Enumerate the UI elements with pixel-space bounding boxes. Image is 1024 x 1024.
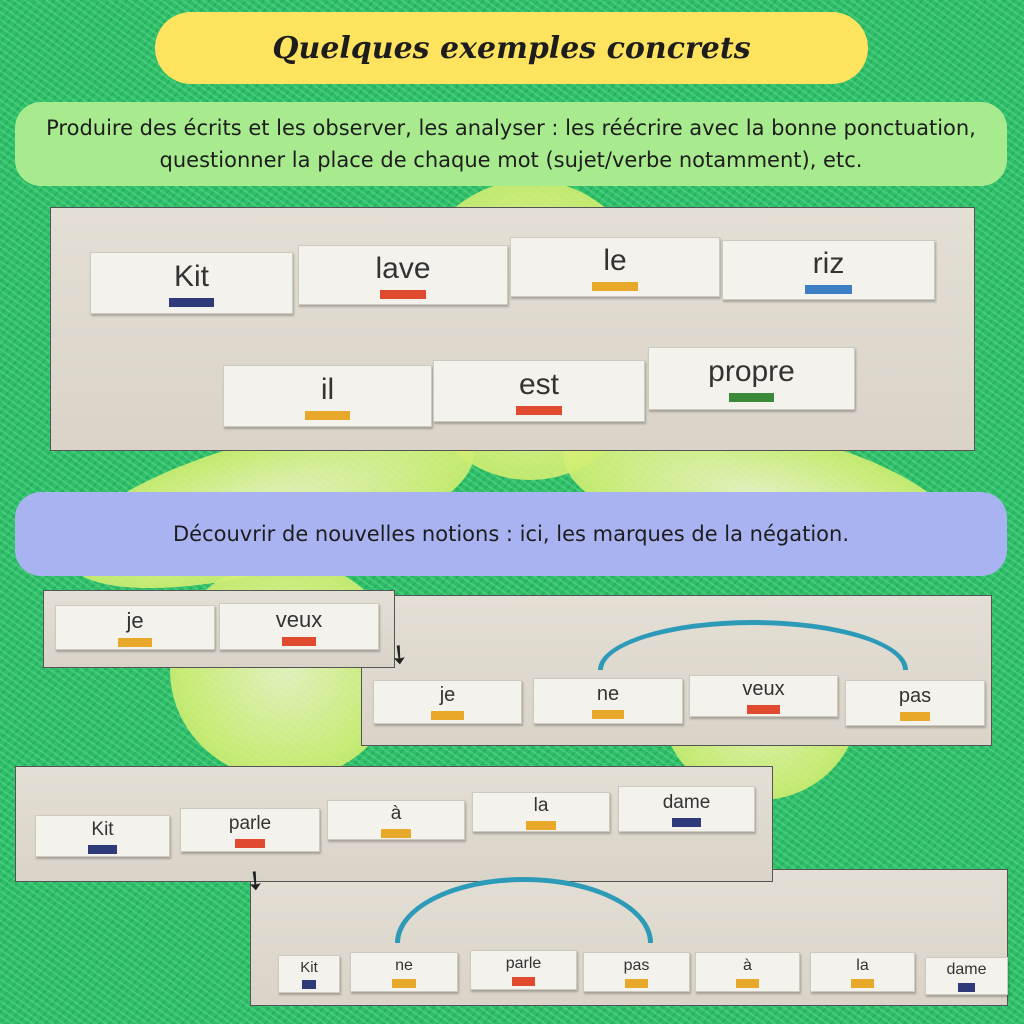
word-label: à [390,802,402,824]
word-label: pas [898,685,932,707]
word-class-color-tag [899,712,931,721]
word-class-color-tag [380,289,426,299]
word-card: veux [219,603,379,650]
word-card: je [373,680,522,724]
word-card: à [695,952,800,992]
word-card: riz [722,240,935,300]
word-class-color-tag [747,705,780,714]
word-card: ne [350,952,458,992]
word-card: à [327,800,465,840]
word-class-color-tag [169,297,214,307]
word-class-color-tag [526,820,556,830]
word-class-color-tag [304,410,351,420]
word-class-color-tag [281,637,317,646]
page-title: Quelques exemples concrets [155,12,868,84]
word-label: parle [228,812,272,834]
word-class-color-tag [117,638,153,647]
word-label: je [439,684,456,706]
word-class-color-tag [234,838,266,848]
word-label: Kit [173,259,209,293]
word-label: veux [742,678,785,700]
word-class-color-tag [957,982,976,992]
word-class-color-tag [87,844,118,854]
word-card: Kit [35,815,170,857]
word-label: la [533,794,549,816]
word-class-color-tag [671,817,702,827]
word-card: je [55,605,215,650]
word-label: la [856,956,869,974]
word-label: est [518,367,560,401]
word-label: lave [375,251,431,285]
word-class-color-tag [515,405,563,415]
word-card: parle [470,950,577,990]
word-card: propre [648,347,855,410]
word-card: dame [618,786,755,832]
word-class-color-tag [805,284,852,294]
word-label: propre [708,355,795,388]
word-class-color-tag [302,980,316,989]
word-card: parle [180,808,320,852]
word-card: lave [298,245,508,305]
word-label: le [603,243,627,277]
word-class-color-tag [728,393,775,402]
word-card: la [472,792,610,832]
word-class-color-tag [592,281,638,291]
word-label: Kit [91,818,114,840]
word-class-color-tag [624,978,649,988]
word-label: ne [395,956,413,974]
word-card: pas [845,680,985,726]
word-card: le [510,237,720,297]
word-label: veux [275,607,323,632]
word-class-color-tag [392,978,416,988]
word-label: parle [505,954,542,972]
word-label: à [743,956,752,974]
word-class-color-tag [851,978,874,988]
word-class-color-tag [431,711,464,720]
word-class-color-tag [736,978,759,988]
word-class-color-tag [381,828,411,838]
word-label: ne [596,683,620,705]
word-card: veux [689,675,838,717]
word-label: dame [946,960,987,978]
word-label: je [126,608,144,633]
word-class-color-tag [511,976,536,986]
word-label: Kit [300,959,318,976]
word-label: il [320,372,335,406]
word-label: pas [623,956,650,974]
word-card: est [433,360,645,422]
section1-description: Produire des écrits et les observer, les… [15,102,1007,186]
word-card: il [223,365,432,427]
word-label: dame [662,791,711,813]
word-card: ne [533,678,683,724]
word-class-color-tag [591,710,625,719]
word-card: Kit [90,252,293,314]
section2-description: Découvrir de nouvelles notions : ici, le… [15,492,1007,576]
word-card: Kit [278,955,340,993]
word-card: dame [925,957,1008,995]
word-card: la [810,952,915,992]
word-label: riz [812,246,845,280]
word-card: pas [583,952,690,992]
